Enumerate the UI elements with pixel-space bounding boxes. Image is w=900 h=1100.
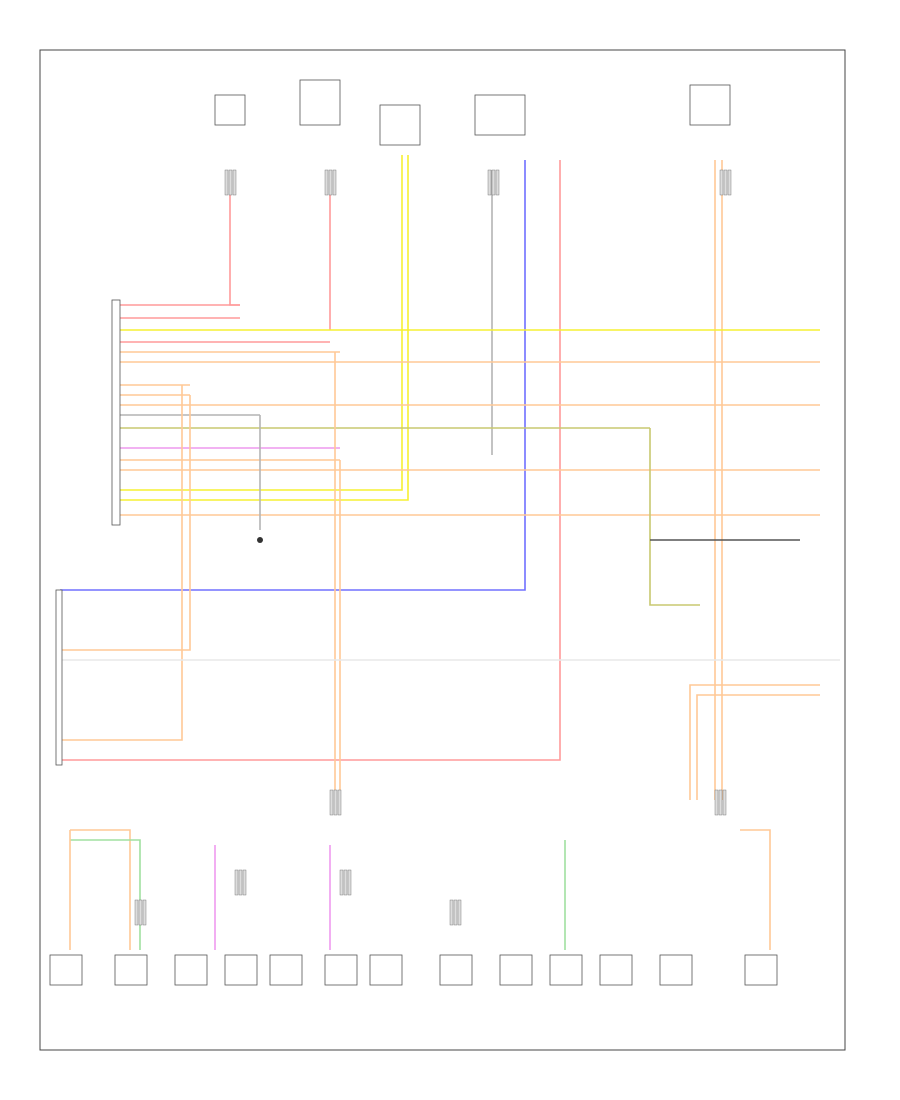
wire-bottom-1: [70, 829, 131, 950]
wire-switch-yellow-2: [120, 155, 409, 501]
bottom-component-10: [549, 954, 583, 986]
inline-connector-6-pin-1: [714, 789, 719, 816]
inline-connector-3-pin-1: [487, 169, 492, 196]
inline-connector-7-pin-3: [142, 899, 147, 926]
components: [49, 79, 778, 986]
inline-connector-5-pin-1: [329, 789, 334, 816]
inline-connector-8-pin-2: [238, 869, 243, 896]
inline-connector-4-pin-2: [723, 169, 728, 196]
inline-connector-3-pin-2: [491, 169, 496, 196]
bottom-component-7: [369, 954, 403, 986]
inline-connector-10-pin-1: [449, 899, 454, 926]
inline-connector-9-pin-1: [339, 869, 344, 896]
bottom-component-1: [49, 954, 83, 986]
wire-drop-orange-2: [60, 385, 183, 741]
inline-connector-9-pin-2: [343, 869, 348, 896]
bottom-component-12: [659, 954, 693, 986]
bottom-component-9: [499, 954, 533, 986]
inline-connector-1-pin-2: [228, 169, 233, 196]
inline-connector-5-pin-2: [333, 789, 338, 816]
connector-block-2: [55, 589, 63, 766]
bottom-component-5: [269, 954, 303, 986]
wire-blue-long: [60, 160, 526, 591]
inline-connector-4-pin-3: [727, 169, 732, 196]
connector-block-1: [111, 299, 121, 526]
wire-olive-sensor: [649, 428, 700, 606]
inline-connector-5-pin-3: [337, 789, 342, 816]
inline-connector-2-pin-3: [332, 169, 337, 196]
inline-connector-10-pin-3: [457, 899, 462, 926]
wire-orange-right-1: [689, 684, 820, 800]
top-component-1: [214, 94, 246, 126]
inline-connector-1-pin-1: [224, 169, 229, 196]
inline-connector-1-pin-3: [232, 169, 237, 196]
bottom-component-2: [114, 954, 148, 986]
top-component-2: [299, 79, 341, 126]
wire-red-long: [60, 160, 561, 761]
wire-switch-yellow-1: [120, 155, 403, 491]
inline-connector-8-pin-1: [234, 869, 239, 896]
connector-pins: [134, 169, 732, 926]
bottom-component-11: [599, 954, 633, 986]
inline-connector-7-pin-2: [138, 899, 143, 926]
inline-connector-9-pin-3: [347, 869, 352, 896]
top-component-4: [474, 94, 526, 136]
bottom-component-4: [224, 954, 258, 986]
bottom-component-8: [439, 954, 473, 986]
bottom-component-3: [174, 954, 208, 986]
bottom-component-6: [324, 954, 358, 986]
inline-connector-8-pin-3: [242, 869, 247, 896]
top-component-5: [689, 84, 731, 126]
wire-bottom-right: [740, 829, 771, 950]
wires: [60, 155, 840, 950]
inline-connector-6-pin-3: [722, 789, 727, 816]
inline-connector-3-pin-3: [495, 169, 500, 196]
inline-connector-4-pin-1: [719, 169, 724, 196]
wire-drop-orange-1: [60, 395, 191, 651]
ground-point: [257, 537, 263, 543]
bottom-component-13: [744, 954, 778, 986]
wire-orange-right-2: [696, 694, 820, 800]
inline-connector-2-pin-1: [324, 169, 329, 196]
diagram-frame: [39, 49, 846, 1051]
inline-connector-6-pin-2: [718, 789, 723, 816]
inline-connector-7-pin-1: [134, 899, 139, 926]
top-component-3: [379, 104, 421, 146]
inline-connector-2-pin-2: [328, 169, 333, 196]
inline-connector-10-pin-2: [453, 899, 458, 926]
